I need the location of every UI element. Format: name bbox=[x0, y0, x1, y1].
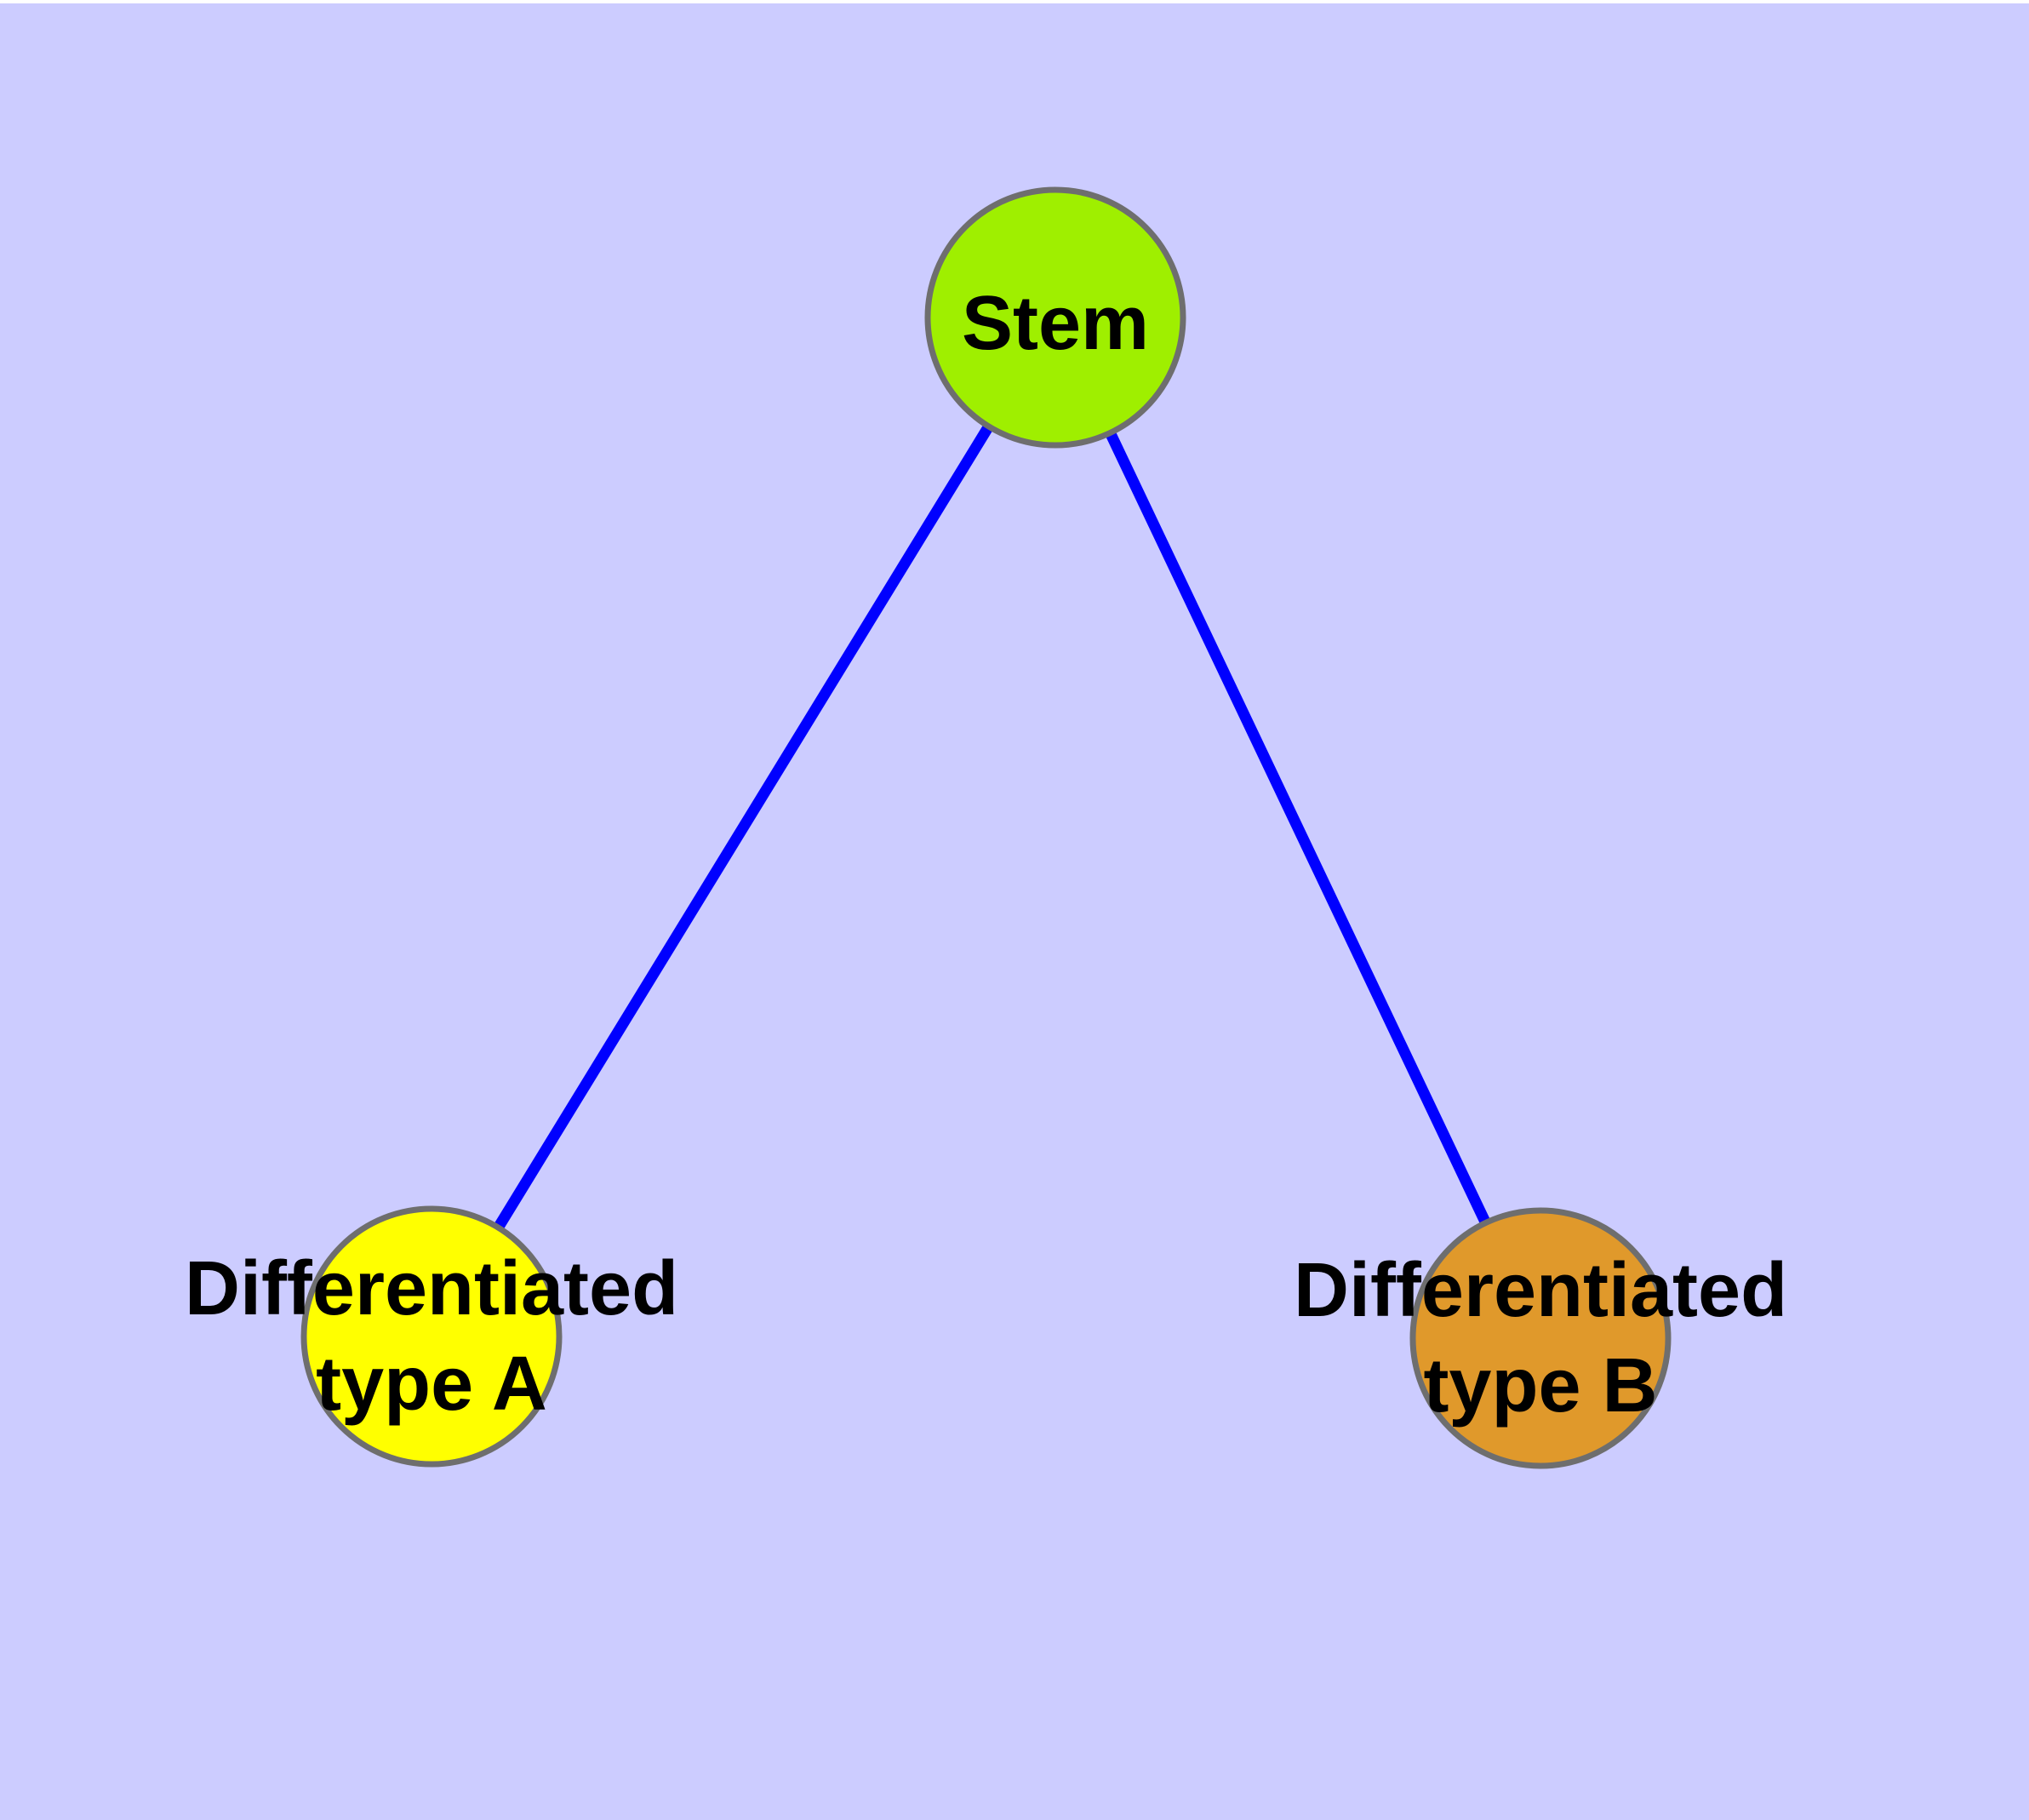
node-type-b-label-line1: Differentiated bbox=[1293, 1248, 1788, 1333]
node-type-a-label-line1: Differentiated bbox=[184, 1246, 679, 1331]
node-type-b-label: Differentiated type B bbox=[1294, 1243, 1787, 1434]
node-type-a-circle bbox=[300, 1205, 563, 1468]
node-type-b-label-line2: type B bbox=[1423, 1343, 1658, 1428]
node-type-b-circle bbox=[1409, 1207, 1672, 1469]
node-type-a-label-line2: type A bbox=[316, 1342, 547, 1427]
edge-stem-to-type-a bbox=[426, 314, 1060, 1340]
edge-stem-to-type-b bbox=[1050, 315, 1546, 1341]
node-stem-circle bbox=[924, 186, 1186, 449]
node-type-a-label: Differentiated type A bbox=[185, 1241, 678, 1432]
node-stem-label-text: Stem bbox=[961, 281, 1150, 366]
node-stem-label: Stem bbox=[962, 276, 1149, 371]
